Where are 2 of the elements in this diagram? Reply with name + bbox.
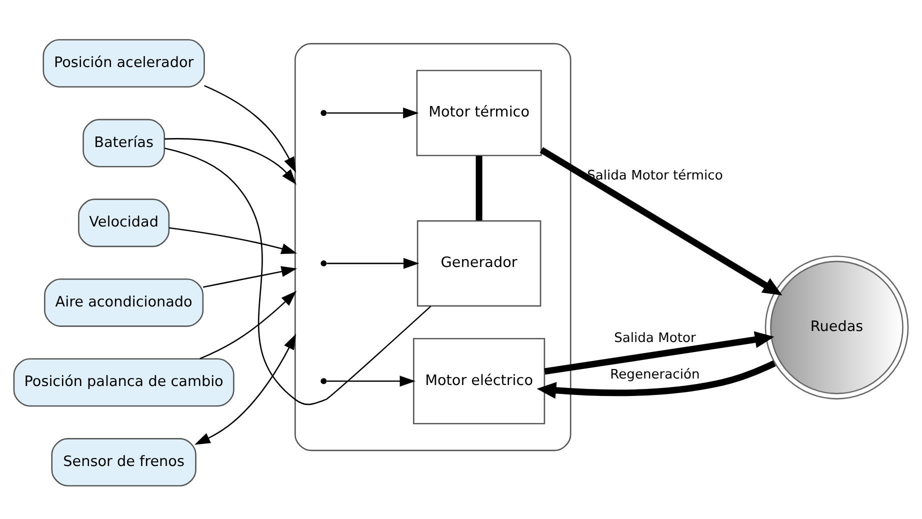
edge-label: Regeneración bbox=[610, 368, 700, 383]
edge-label: Salida Motor bbox=[614, 330, 696, 346]
